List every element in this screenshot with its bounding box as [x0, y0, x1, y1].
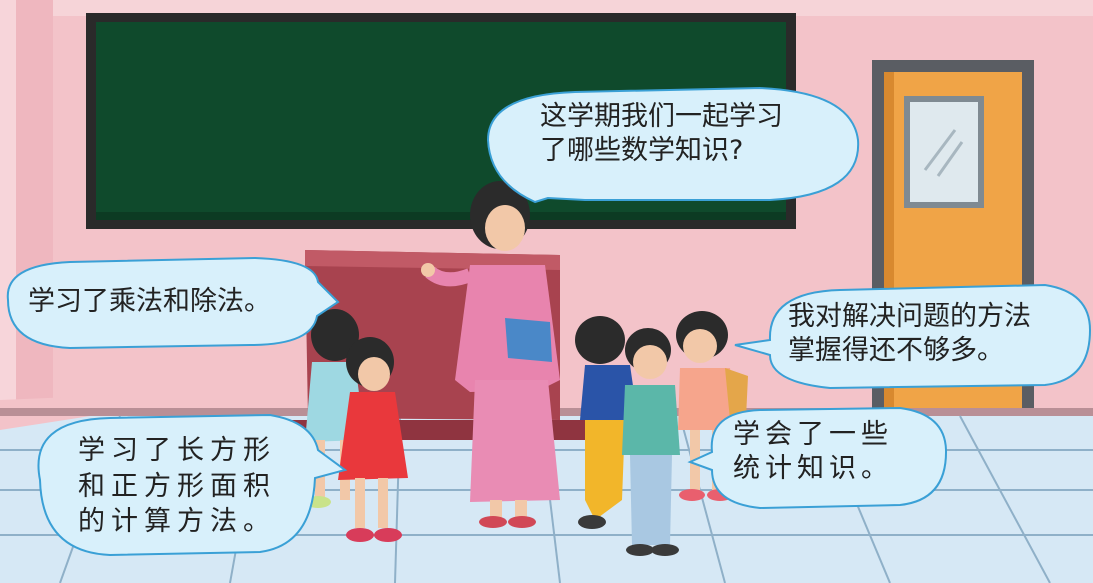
bubble-text-right-top: 我对解决问题的方法 掌握得还不够多。	[788, 300, 1031, 368]
student-boy-blue	[575, 316, 638, 529]
bubble-line: 这学期我们一起学习	[540, 101, 783, 132]
bubble-line: 学会了一些	[733, 419, 893, 450]
student-boy-green	[622, 328, 680, 556]
bubble-line: 学习了乘法和除法。	[28, 286, 271, 317]
bubble-text-right-bottom: 学会了一些 统计知识。	[733, 418, 893, 486]
speech-bubble-teacher	[486, 86, 860, 204]
bubble-line: 学习了长方形	[78, 435, 276, 466]
bubble-line: 和正方形面积	[78, 470, 276, 502]
speech-bubble-left-bottom	[37, 413, 348, 557]
bubble-line: 的计算方法。	[78, 506, 276, 538]
bubble-line: 掌握得还不够多。	[788, 334, 1004, 366]
speech-bubble-left-top	[6, 256, 340, 350]
bubble-line: 统计知识。	[733, 452, 893, 484]
student-girl-red-dress	[338, 337, 408, 542]
speech-bubble-right-bottom	[687, 406, 948, 510]
bubble-line: 了哪些数学知识?	[540, 134, 744, 166]
bubble-line: 我对解决问题的方法	[788, 301, 1031, 332]
speech-bubble-right-top	[734, 283, 1092, 390]
teacher	[421, 181, 560, 528]
bubble-text-left-bottom: 学习了长方形 和正方形面积 的计算方法。	[78, 433, 276, 540]
bubble-text-teacher: 这学期我们一起学习 了哪些数学知识?	[540, 100, 783, 168]
bubble-text-left-top: 学习了乘法和除法。	[28, 285, 271, 319]
